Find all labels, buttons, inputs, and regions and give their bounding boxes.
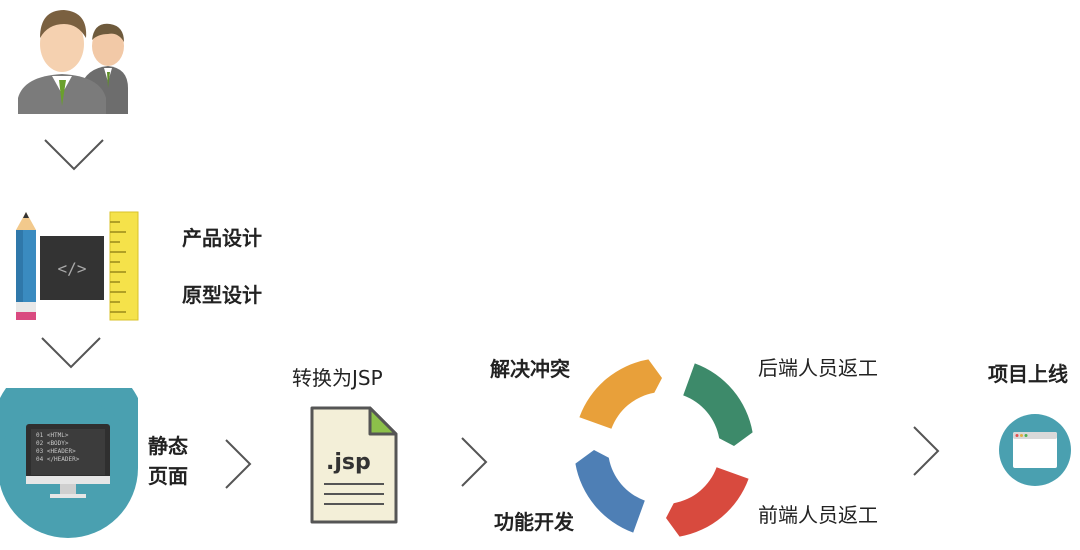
cycle-segment-feature-dev [575,450,645,533]
cycle-diagram [566,350,762,546]
monitor-icon: 01 <HTML> 02 <BODY> 03 <HEADER> 04 </HEA… [0,388,138,546]
feature-dev-label: 功能开发 [494,510,574,534]
chevron-down-icon [43,138,105,172]
svg-text:</>: </> [58,259,87,278]
product-design-label: 产品设计 [182,226,262,250]
code-line: 02 <BODY> [36,440,69,447]
cycle-segment-backend-rework [683,363,753,446]
chevron-right-icon [460,436,488,488]
project-launch-label: 项目上线 [988,362,1068,386]
resolve-conflict-label: 解决冲突 [490,357,570,381]
code-line: 04 </HEADER> [36,456,80,463]
prototype-design-label: 原型设计 [182,283,262,307]
code-line: 03 <HEADER> [36,448,76,455]
design-tools-icon: </> [14,210,140,322]
backend-rework-label: 后端人员返工 [758,356,878,380]
users-icon [18,2,130,114]
static-page-label-line1: 静态 [148,434,188,458]
convert-jsp-label: 转换为JSP [292,366,383,390]
cycle-segment-resolve-conflict [579,359,662,429]
frontend-rework-label: 前端人员返工 [758,503,878,527]
chevron-right-icon [912,425,940,477]
code-line: 01 <HTML> [36,432,69,439]
browser-window-icon [999,414,1071,486]
static-page-label-line2: 页面 [148,464,188,488]
chevron-down-icon [40,336,102,370]
cycle-segment-frontend-rework [666,467,749,537]
jsp-extension-text: .jsp [326,450,371,475]
jsp-file-icon: .jsp [308,404,400,526]
chevron-right-icon [224,438,252,490]
